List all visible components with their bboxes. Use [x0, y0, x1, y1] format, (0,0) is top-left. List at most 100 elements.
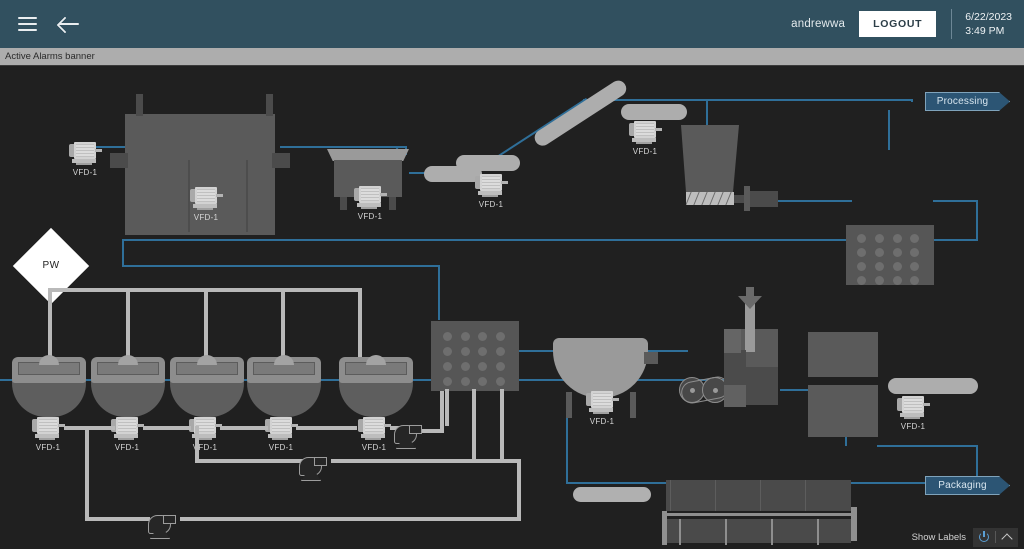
motor-label: VFD-1	[35, 443, 61, 452]
conveyor-transfer-top[interactable]	[621, 104, 687, 120]
motor-icon	[628, 119, 662, 145]
motor-label: VFD-1	[268, 443, 294, 452]
nav-chip-packaging[interactable]: Packaging	[925, 476, 1010, 495]
process-line-segment	[976, 200, 978, 241]
feed-hopper[interactable]	[681, 125, 739, 203]
hamburger-menu-icon[interactable]	[14, 11, 40, 37]
mix-tank-1[interactable]	[12, 355, 86, 417]
packaging-infeed-conveyor[interactable]	[573, 487, 651, 502]
screener-panel-center[interactable]	[431, 321, 519, 391]
motor-label: VFD-1	[357, 212, 383, 221]
motor-vfd-conveyor-1[interactable]: VFD-1	[474, 172, 508, 209]
blender-divider	[246, 160, 248, 232]
active-alarms-banner[interactable]: Active Alarms banner	[0, 48, 1024, 66]
mix-tank-4[interactable]	[247, 355, 321, 417]
pump-mid-header[interactable]	[299, 455, 331, 481]
motor-icon	[31, 415, 65, 441]
chevron-up-icon[interactable]	[996, 528, 1018, 547]
footer-divider	[995, 531, 996, 543]
process-line-segment	[933, 200, 978, 202]
pump-bottom-header[interactable]	[148, 513, 180, 539]
pkg-seam	[715, 480, 716, 511]
tank-discharge-pipe	[296, 426, 357, 430]
app-header: andrewwa LOGOUT 6/22/2023 3:49 PM	[0, 0, 1024, 48]
pw-branch	[126, 288, 130, 361]
pulley-belt-assembly[interactable]	[679, 374, 732, 406]
motor-label: VFD-1	[114, 443, 140, 452]
datetime-display: 6/22/2023 3:49 PM	[965, 10, 1012, 38]
pw-downcomer	[48, 290, 52, 361]
motor-vfd-blender[interactable]: VFD-1	[189, 185, 223, 222]
motor-vfd-tank-1[interactable]: VFD-1	[31, 415, 65, 452]
process-water-source[interactable]: PW	[12, 227, 90, 305]
pkg-seam	[805, 480, 806, 511]
pump-tank-5[interactable]	[394, 423, 426, 449]
pw-branch	[281, 288, 285, 361]
mix-tank-3[interactable]	[170, 355, 244, 417]
conveyor-discharge[interactable]	[888, 378, 978, 394]
motor-label: VFD-1	[632, 147, 658, 156]
screener-panel-top[interactable]	[846, 225, 934, 285]
show-labels-label: Show Labels	[911, 531, 966, 543]
packaging-machine-top[interactable]	[666, 519, 851, 543]
pump-suction-header	[195, 459, 325, 463]
kettle-leg	[566, 392, 572, 418]
press-arrow-icon	[738, 287, 762, 309]
nav-chip-processing[interactable]: Processing	[925, 92, 1010, 111]
process-line-segment	[122, 265, 440, 267]
motor-vfd-tank-5[interactable]: VFD-1	[357, 415, 391, 452]
vessel-upper[interactable]	[808, 332, 878, 377]
motor-vfd-tank-4[interactable]: VFD-1	[264, 415, 298, 452]
motor-vfd-surge-hopper[interactable]: VFD-1	[353, 184, 387, 221]
press-panel	[724, 329, 741, 353]
blender-divider	[188, 160, 190, 232]
process-line-segment	[706, 99, 913, 101]
auger-outlet	[750, 191, 778, 207]
packaging-machine-body[interactable]	[666, 480, 851, 511]
tank-header-drop	[85, 426, 89, 521]
process-line-segment	[776, 200, 852, 202]
motor-vfd-discharge-conveyor[interactable]: VFD-1	[896, 394, 930, 431]
motor-vfd-mixer-feed[interactable]: VFD-1	[68, 140, 102, 177]
motor-label: VFD-1	[478, 200, 504, 209]
motor-icon	[189, 185, 223, 211]
screw-auger[interactable]	[686, 192, 734, 205]
tank-header-drop	[195, 426, 199, 461]
screener-leg	[500, 389, 504, 459]
blender-vessel[interactable]	[125, 114, 275, 235]
bottom-header-left	[85, 517, 150, 521]
surge-hopper-rim	[327, 149, 409, 161]
header-riser	[517, 459, 521, 521]
power-toggle-icon[interactable]	[973, 528, 995, 547]
back-arrow-icon[interactable]	[56, 11, 82, 37]
conveyor-flat-upper[interactable]	[456, 155, 520, 171]
mix-tank-5[interactable]	[339, 355, 413, 417]
motor-vfd-kettle[interactable]: VFD-1	[585, 389, 619, 426]
blender-vent-right	[266, 94, 273, 116]
packaging-rail-upper	[666, 513, 851, 516]
auger-flange	[744, 186, 750, 211]
motor-vfd-tank-3[interactable]: VFD-1	[188, 415, 222, 452]
tank5-crossover	[418, 429, 444, 433]
motor-icon	[896, 394, 930, 420]
pw-branch	[358, 288, 362, 361]
screener-leg	[445, 389, 449, 426]
motor-label: VFD-1	[900, 422, 926, 431]
pump-discharge-header	[331, 459, 521, 463]
motor-label: VFD-1	[193, 213, 219, 222]
motor-icon	[188, 415, 222, 441]
mix-tank-2[interactable]	[91, 355, 165, 417]
press-ram	[745, 300, 755, 352]
tank-discharge-pipe	[143, 426, 191, 430]
surge-hopper-leg	[389, 197, 396, 210]
motor-icon	[264, 415, 298, 441]
vessel-lower[interactable]	[808, 385, 878, 437]
header-right-controls: andrewwa LOGOUT 6/22/2023 3:49 PM	[791, 0, 1012, 48]
logout-button[interactable]: LOGOUT	[859, 11, 937, 37]
header-divider	[951, 9, 953, 39]
motor-vfd-incline-conveyor[interactable]: VFD-1	[628, 119, 662, 156]
press-panel	[724, 385, 746, 407]
motor-vfd-tank-2[interactable]: VFD-1	[110, 415, 144, 452]
nav-chip-packaging-label: Packaging	[938, 480, 987, 491]
